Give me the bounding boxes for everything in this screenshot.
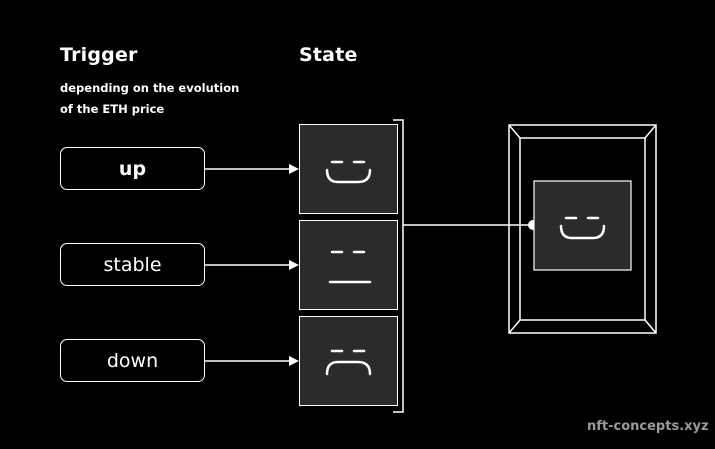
arrow-down-to-sad <box>205 356 299 366</box>
displayed-nft <box>533 180 632 271</box>
trigger-heading: Trigger <box>60 44 138 66</box>
trigger-subtitle: depending on the evolution of the ETH pr… <box>60 78 239 120</box>
trigger-subtitle-line-2: of the ETH price <box>60 102 165 116</box>
picture-frame <box>508 124 657 334</box>
trigger-stable-button[interactable]: stable <box>60 243 205 286</box>
state-neutral <box>299 220 398 310</box>
trigger-subtitle-line-1: depending on the evolution <box>60 81 240 95</box>
trigger-up-button[interactable]: up <box>60 147 205 190</box>
state-heading: State <box>299 44 358 66</box>
neutral-face-icon <box>328 250 372 284</box>
state-sad <box>299 316 398 406</box>
arrow-up-to-happy <box>205 164 299 174</box>
trigger-down-button[interactable]: down <box>60 339 205 382</box>
arrow-stable-to-neutral <box>205 260 299 270</box>
displayed-happy-face-icon <box>559 224 606 240</box>
watermark: nft-concepts.xyz <box>587 419 709 434</box>
happy-face-icon <box>325 160 372 184</box>
connector-dot <box>528 220 538 230</box>
state-happy <box>299 124 398 214</box>
sad-face-icon <box>325 349 372 376</box>
